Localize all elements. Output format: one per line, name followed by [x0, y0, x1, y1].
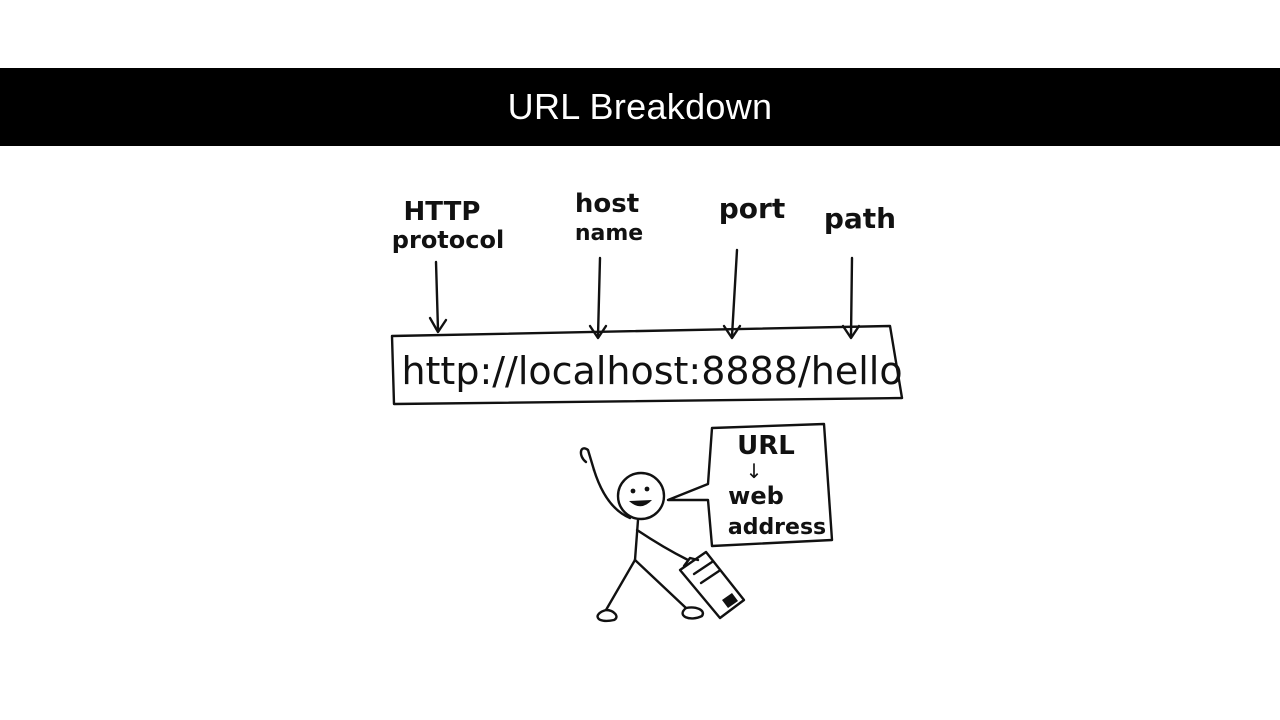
bubble-web-text: web	[728, 482, 784, 510]
bubble-url-text: URL	[737, 431, 795, 461]
label-host-name: host name	[575, 189, 643, 246]
svg-text:port: port	[719, 192, 785, 225]
arrow-path	[841, 256, 861, 340]
label-path: path	[824, 202, 896, 235]
label-http-protocol: HTTP protocol	[392, 197, 504, 254]
url-text: http://localhost:8888/hello	[401, 349, 902, 393]
svg-text:name: name	[575, 221, 643, 246]
bubble-address-text: address	[728, 515, 826, 540]
arrow-port	[722, 248, 742, 340]
svg-text:HTTP: HTTP	[404, 197, 481, 227]
svg-text:path: path	[824, 202, 896, 235]
slide-title: URL Breakdown	[507, 86, 773, 127]
bubble-arrow: ↓	[746, 459, 763, 483]
stick-figure-icon	[579, 447, 705, 623]
suitcase-icon	[678, 550, 746, 620]
url-box	[390, 324, 904, 406]
speech-bubble	[666, 422, 834, 548]
label-port: port	[719, 192, 785, 225]
svg-text:protocol: protocol	[392, 226, 504, 254]
svg-text:host: host	[575, 189, 639, 219]
title-bar: URL Breakdown	[0, 68, 1280, 146]
arrow-protocol	[428, 260, 448, 334]
arrow-host	[588, 256, 608, 340]
